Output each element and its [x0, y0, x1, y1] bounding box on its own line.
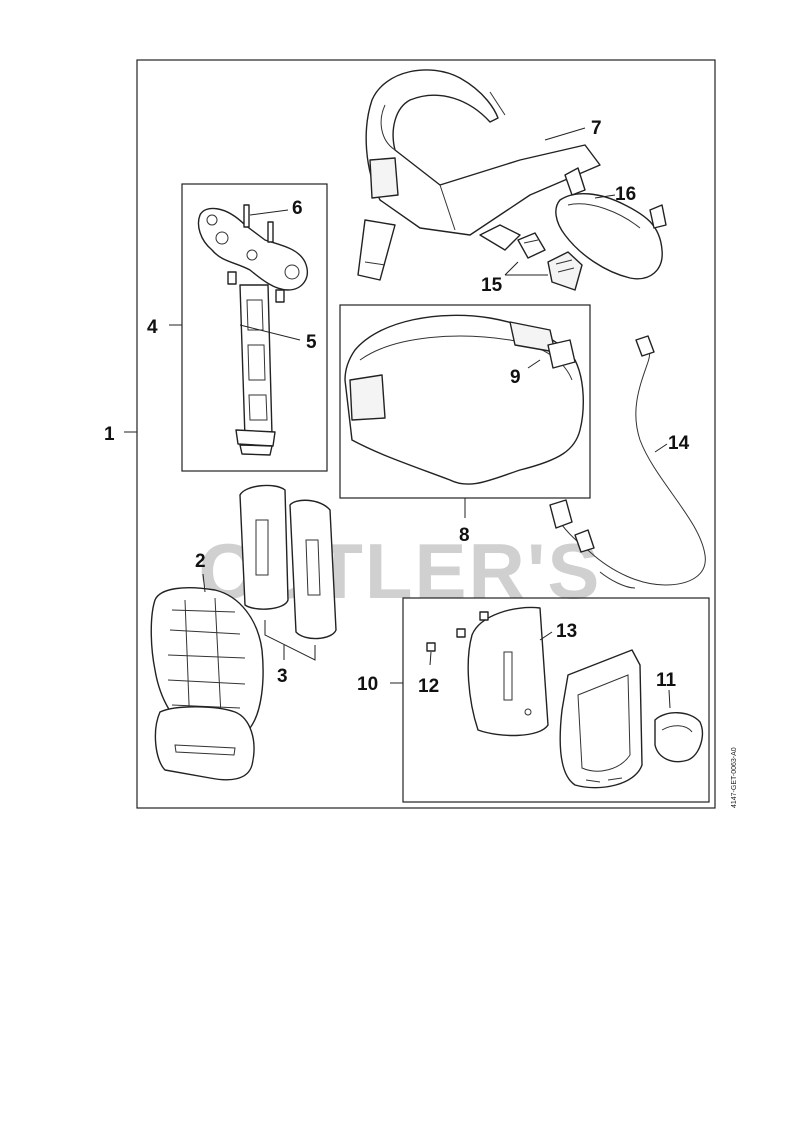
- buckle-set-illustration: [517, 232, 583, 291]
- callout-10: 10: [357, 674, 378, 695]
- document-reference: 4147-GET-0063-A0: [731, 747, 738, 808]
- back-pads-illustration: [239, 484, 337, 640]
- callout-16: 16: [615, 184, 636, 205]
- screws-illustration: [426, 611, 489, 652]
- callout-6: 6: [292, 198, 303, 219]
- clip-illustration: [654, 712, 704, 763]
- callout-3: 3: [277, 666, 288, 687]
- callout-8: 8: [459, 525, 470, 546]
- leader-lines: [124, 127, 671, 709]
- callout-15: 15: [481, 275, 503, 296]
- callout-1: 1: [104, 424, 115, 445]
- cord-illustration: [549, 335, 706, 589]
- subframe-holder: [402, 597, 710, 803]
- callout-5: 5: [306, 332, 317, 353]
- mounting-plate-illustration: [197, 204, 308, 303]
- shoulder-pad-illustration: [555, 167, 667, 280]
- callout-4: 4: [147, 317, 158, 338]
- holder-illustration: [559, 649, 643, 789]
- callout-13: 13: [556, 621, 577, 642]
- callout-14: 14: [668, 433, 690, 454]
- callout-9: 9: [510, 367, 521, 388]
- callout-12: 12: [418, 676, 439, 697]
- callout-2: 2: [195, 551, 206, 572]
- long-plate-illustration: [235, 284, 276, 456]
- callout-7: 7: [591, 118, 602, 139]
- callout-11: 11: [656, 670, 677, 691]
- cover-plate-illustration: [467, 606, 549, 737]
- hip-belt-illustration: [344, 314, 584, 485]
- back-plate-illustration: [150, 587, 264, 781]
- callouts: 1 2 3 4 5 6 7 8 9 10 11 12 13 14 15 16: [104, 118, 690, 697]
- subframe-mounting-plate: [181, 183, 328, 472]
- shoulder-harness-illustration: [357, 69, 601, 281]
- assembly-frame: [136, 59, 716, 809]
